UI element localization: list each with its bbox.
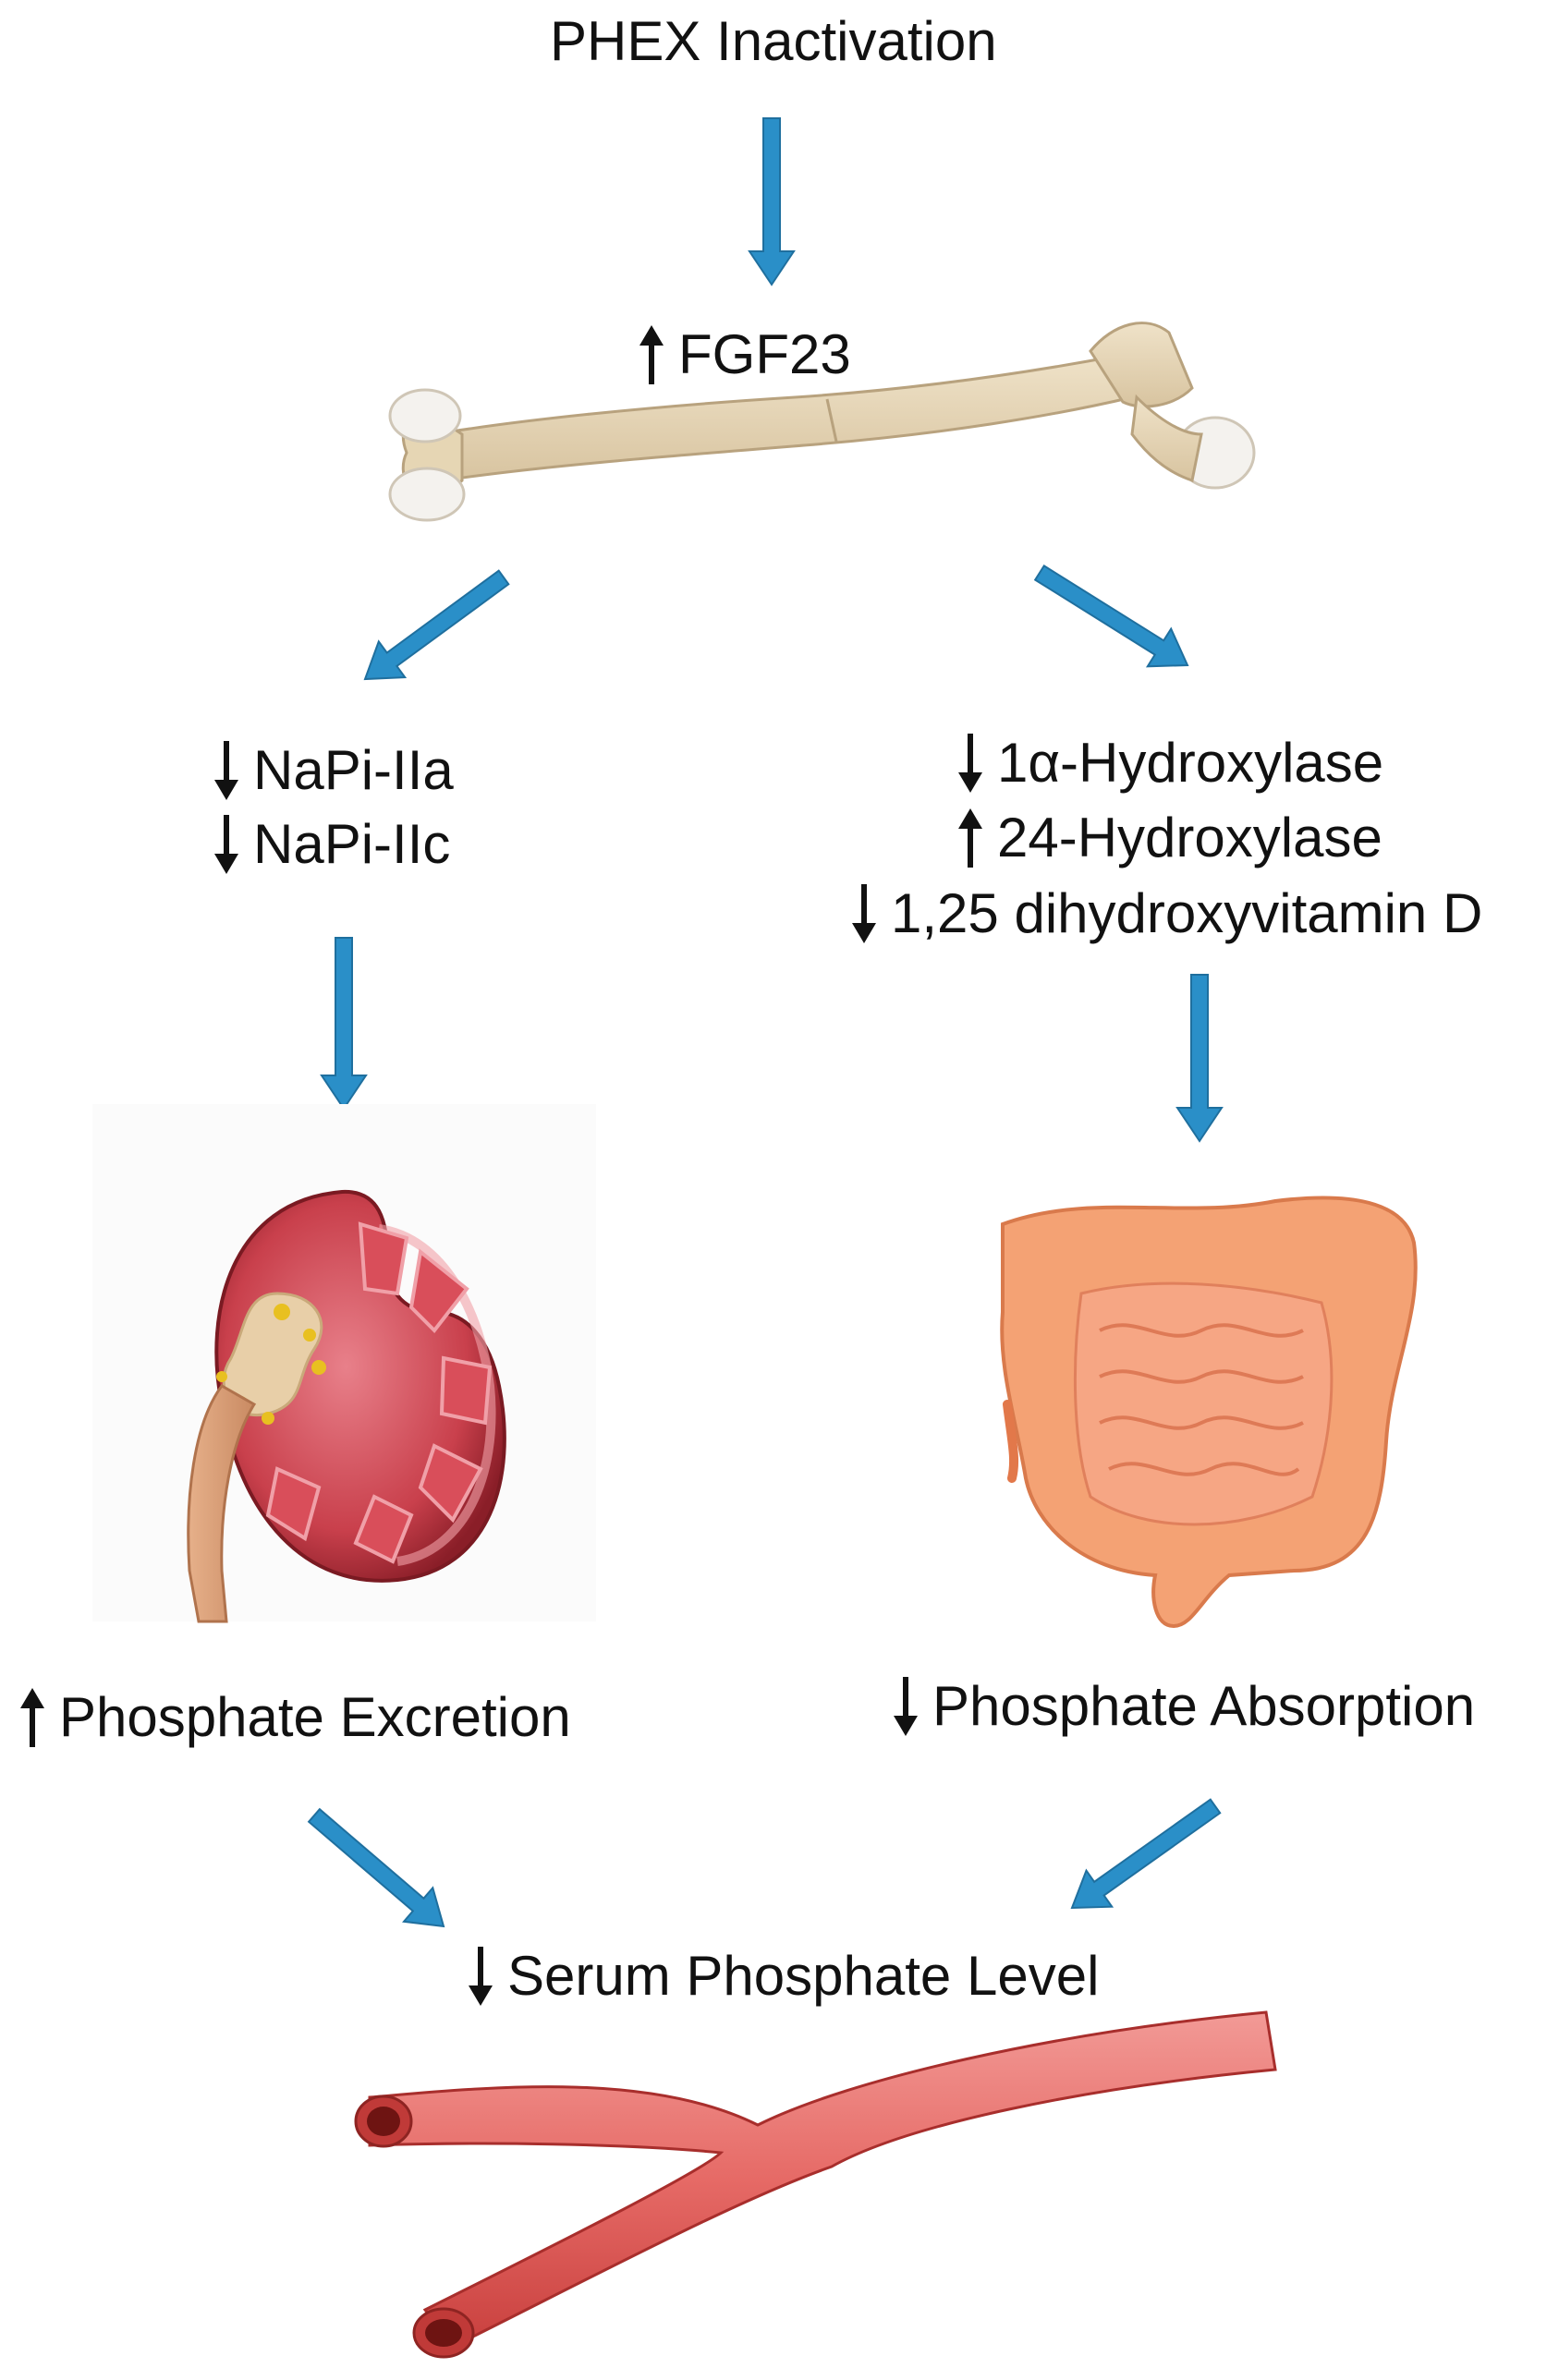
down-arrow-icon: [213, 813, 240, 876]
napi-iic-label: NaPi-IIc: [213, 813, 450, 876]
down-arrow-icon: [892, 1675, 920, 1738]
bone-illustration: [388, 322, 1256, 522]
flow-arrow-bone-to-napi: [363, 569, 510, 681]
vitamin-d-label: 1,25 dihydroxyvitamin D: [850, 882, 1482, 945]
phosphate-excretion-text: Phosphate Excretion: [59, 1686, 571, 1748]
blood-vessel-illustration: [354, 2010, 1277, 2359]
up-arrow-icon: [956, 807, 984, 869]
up-arrow-icon: [638, 323, 665, 386]
napi-iia-text: NaPi-IIa: [253, 739, 454, 801]
kidney-illustration: [92, 1104, 596, 1623]
alpha-hydroxylase-text: 1α-Hydroxylase: [997, 732, 1384, 794]
fgf23-text: FGF23: [678, 323, 851, 385]
phosphate-excretion-label: Phosphate Excretion: [18, 1686, 571, 1749]
down-arrow-icon: [850, 882, 878, 945]
serum-phosphate-text: Serum Phosphate Level: [507, 1945, 1100, 2007]
phosphate-absorption-label: Phosphate Absorption: [892, 1675, 1475, 1738]
down-arrow-icon: [213, 739, 240, 802]
napi-iic-text: NaPi-IIc: [253, 813, 451, 875]
intestine-illustration: [1000, 1196, 1418, 1629]
flow-arrow-phex-to-fgf23: [748, 117, 796, 286]
flow-arrow-excretion-to-serum: [307, 1807, 445, 1928]
fgf23-label: FGF23: [638, 323, 851, 386]
vitamin-d-text: 1,25 dihydroxyvitamin D: [891, 882, 1483, 944]
24-hydroxylase-text: 24-Hydroxylase: [997, 807, 1382, 868]
flow-arrow-vitd-to-intestine: [1175, 974, 1224, 1143]
down-arrow-icon: [467, 1945, 494, 2008]
napi-iia-label: NaPi-IIa: [213, 739, 454, 802]
serum-phosphate-label: Serum Phosphate Level: [467, 1945, 1099, 2008]
phosphate-absorption-text: Phosphate Absorption: [932, 1675, 1476, 1737]
phex-inactivation-label: PHEX Inactivation: [550, 14, 997, 69]
down-arrow-icon: [956, 732, 984, 795]
flow-arrow-bone-to-hydroxylase: [1033, 565, 1189, 668]
up-arrow-icon: [18, 1686, 46, 1749]
flow-arrows: [307, 117, 1224, 1928]
phex-inactivation-text: PHEX Inactivation: [550, 10, 997, 72]
flow-arrow-absorption-to-serum: [1070, 1798, 1222, 1910]
alpha-hydroxylase-label: 1α-Hydroxylase: [956, 732, 1383, 795]
24-hydroxylase-label: 24-Hydroxylase: [956, 807, 1382, 869]
flow-arrow-napi-to-kidney: [320, 937, 368, 1111]
